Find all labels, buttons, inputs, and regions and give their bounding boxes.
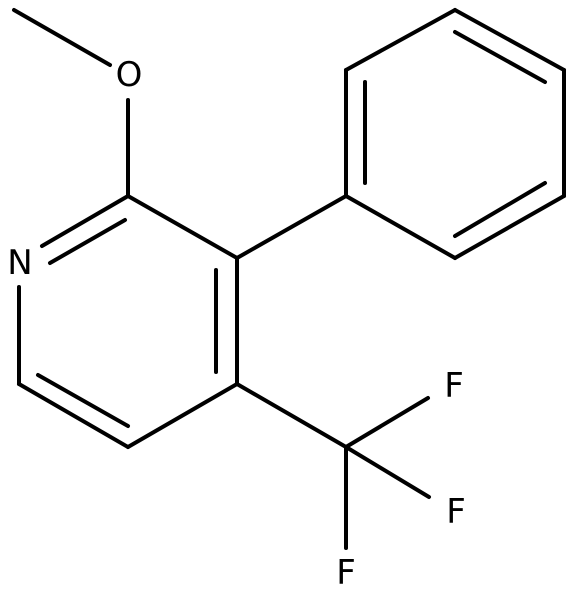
bond-cf3-f2: [344, 445, 431, 499]
bond-c3-phenyl: [235, 194, 348, 260]
bond-phenyl-3-4: [453, 8, 566, 72]
bond-c6-c5-inner: [36, 373, 130, 428]
bond-c2-n: [40, 194, 130, 248]
bond-phenyl-3-4-inner: [453, 30, 547, 84]
oxygen-label: O: [116, 55, 143, 95]
atom-labels: O N F F F: [7, 55, 466, 593]
fluorine-label-lower: F: [336, 553, 356, 593]
bond-c2-c3: [126, 194, 239, 260]
fluorine-label-upper: F: [444, 366, 464, 406]
bond-c6-c5: [17, 382, 130, 449]
bond-c2-n-inner: [48, 218, 127, 265]
bond-phenyl-6-1: [344, 194, 457, 260]
bond-phenyl-2-3: [344, 8, 457, 72]
bonds: [12, 8, 566, 550]
bond-c4-cf3: [235, 382, 348, 449]
nitrogen-label: N: [7, 243, 32, 283]
bond-methyl-o: [12, 8, 112, 67]
bond-phenyl-5-6: [453, 194, 566, 260]
bond-cf3-f1: [344, 396, 430, 449]
fluorine-label-middle: F: [446, 492, 466, 532]
bond-phenyl-5-6-inner: [453, 181, 547, 238]
bond-c5-c4: [126, 382, 239, 449]
